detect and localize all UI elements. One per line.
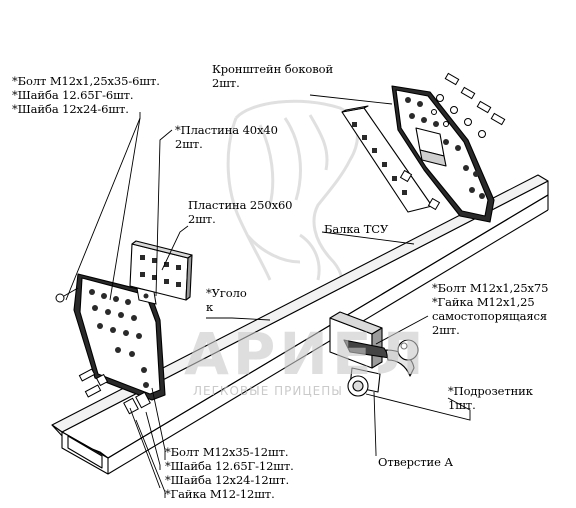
plate-40x40 xyxy=(136,287,157,305)
label-bracket-side: Кронштейн боковой 2шт. xyxy=(212,62,333,90)
label-line: 2шт. xyxy=(212,76,240,90)
label-line: 2шт. xyxy=(188,212,216,226)
label-line: самостопорящаяся xyxy=(432,309,547,323)
label-line: *Болт М12х1,25х35-6шт. xyxy=(12,74,160,88)
label-line: Кронштейн боковой xyxy=(212,62,334,76)
plate-250x60-right xyxy=(341,105,433,213)
label-line: *Гайка М12х1,25 xyxy=(432,295,535,309)
tow-hitch xyxy=(329,311,419,397)
label-line: *Болт М12х35-12шт. xyxy=(165,445,289,459)
label-line: *Шайба 12.65Г-12шт. xyxy=(165,459,294,473)
leader-lines xyxy=(65,94,471,498)
label-beam: Балка ТСУ xyxy=(324,222,389,236)
label-line: *Гайка М12-12шт. xyxy=(165,487,275,501)
bracket-left xyxy=(73,273,166,401)
plate-250x60 xyxy=(129,240,193,301)
label-line: *Болт М12х1,25х75 xyxy=(432,281,549,295)
bolts-lower-left xyxy=(55,287,151,415)
label-line: *Шайба 12.65Г-6шт. xyxy=(12,88,134,102)
watermark-title: АРИЕЛ xyxy=(184,320,428,388)
bracket-right xyxy=(391,85,495,223)
label-line: *Шайба 12х24-6шт. xyxy=(12,102,129,116)
label-socket-plate: *Подрозетник 1шт. xyxy=(448,384,533,412)
label-line: *Подрозетник xyxy=(448,384,533,398)
label-bolts-top-left: *Болт М12х1,25х35-6шт. *Шайба 12.65Г-6шт… xyxy=(12,74,160,116)
label-line: *Уголо xyxy=(206,286,247,300)
watermark-subtitle: ЛЕГКОВЫЕ ПРИЦЕПЫ xyxy=(193,384,343,398)
label-line: 2шт. xyxy=(175,137,203,151)
label-line: *Пластина 40х40 xyxy=(175,123,278,137)
label-line: Пластина 250х60 xyxy=(188,198,293,212)
label-bolts-bottom: *Болт М12х35-12шт. *Шайба 12.65Г-12шт. *… xyxy=(165,445,294,501)
label-line: 2шт. xyxy=(432,323,460,337)
label-hole-a: Отверстие А xyxy=(378,455,453,469)
label-line: 1шт. xyxy=(448,398,476,412)
bolts-top-right xyxy=(399,72,506,211)
label-plate-40x40: *Пластина 40х40 2шт. xyxy=(175,123,278,151)
beam xyxy=(51,174,549,475)
label-corner: *Уголо к xyxy=(206,286,247,314)
label-line: *Шайба 12х24-12шт. xyxy=(165,473,290,487)
label-line: к xyxy=(206,300,214,314)
label-plate-250x60: Пластина 250х60 2шт. xyxy=(188,198,293,226)
watermark-emblem xyxy=(226,99,359,291)
label-bolt-75: *Болт М12х1,25х75 *Гайка М12х1,25 самост… xyxy=(432,281,548,337)
